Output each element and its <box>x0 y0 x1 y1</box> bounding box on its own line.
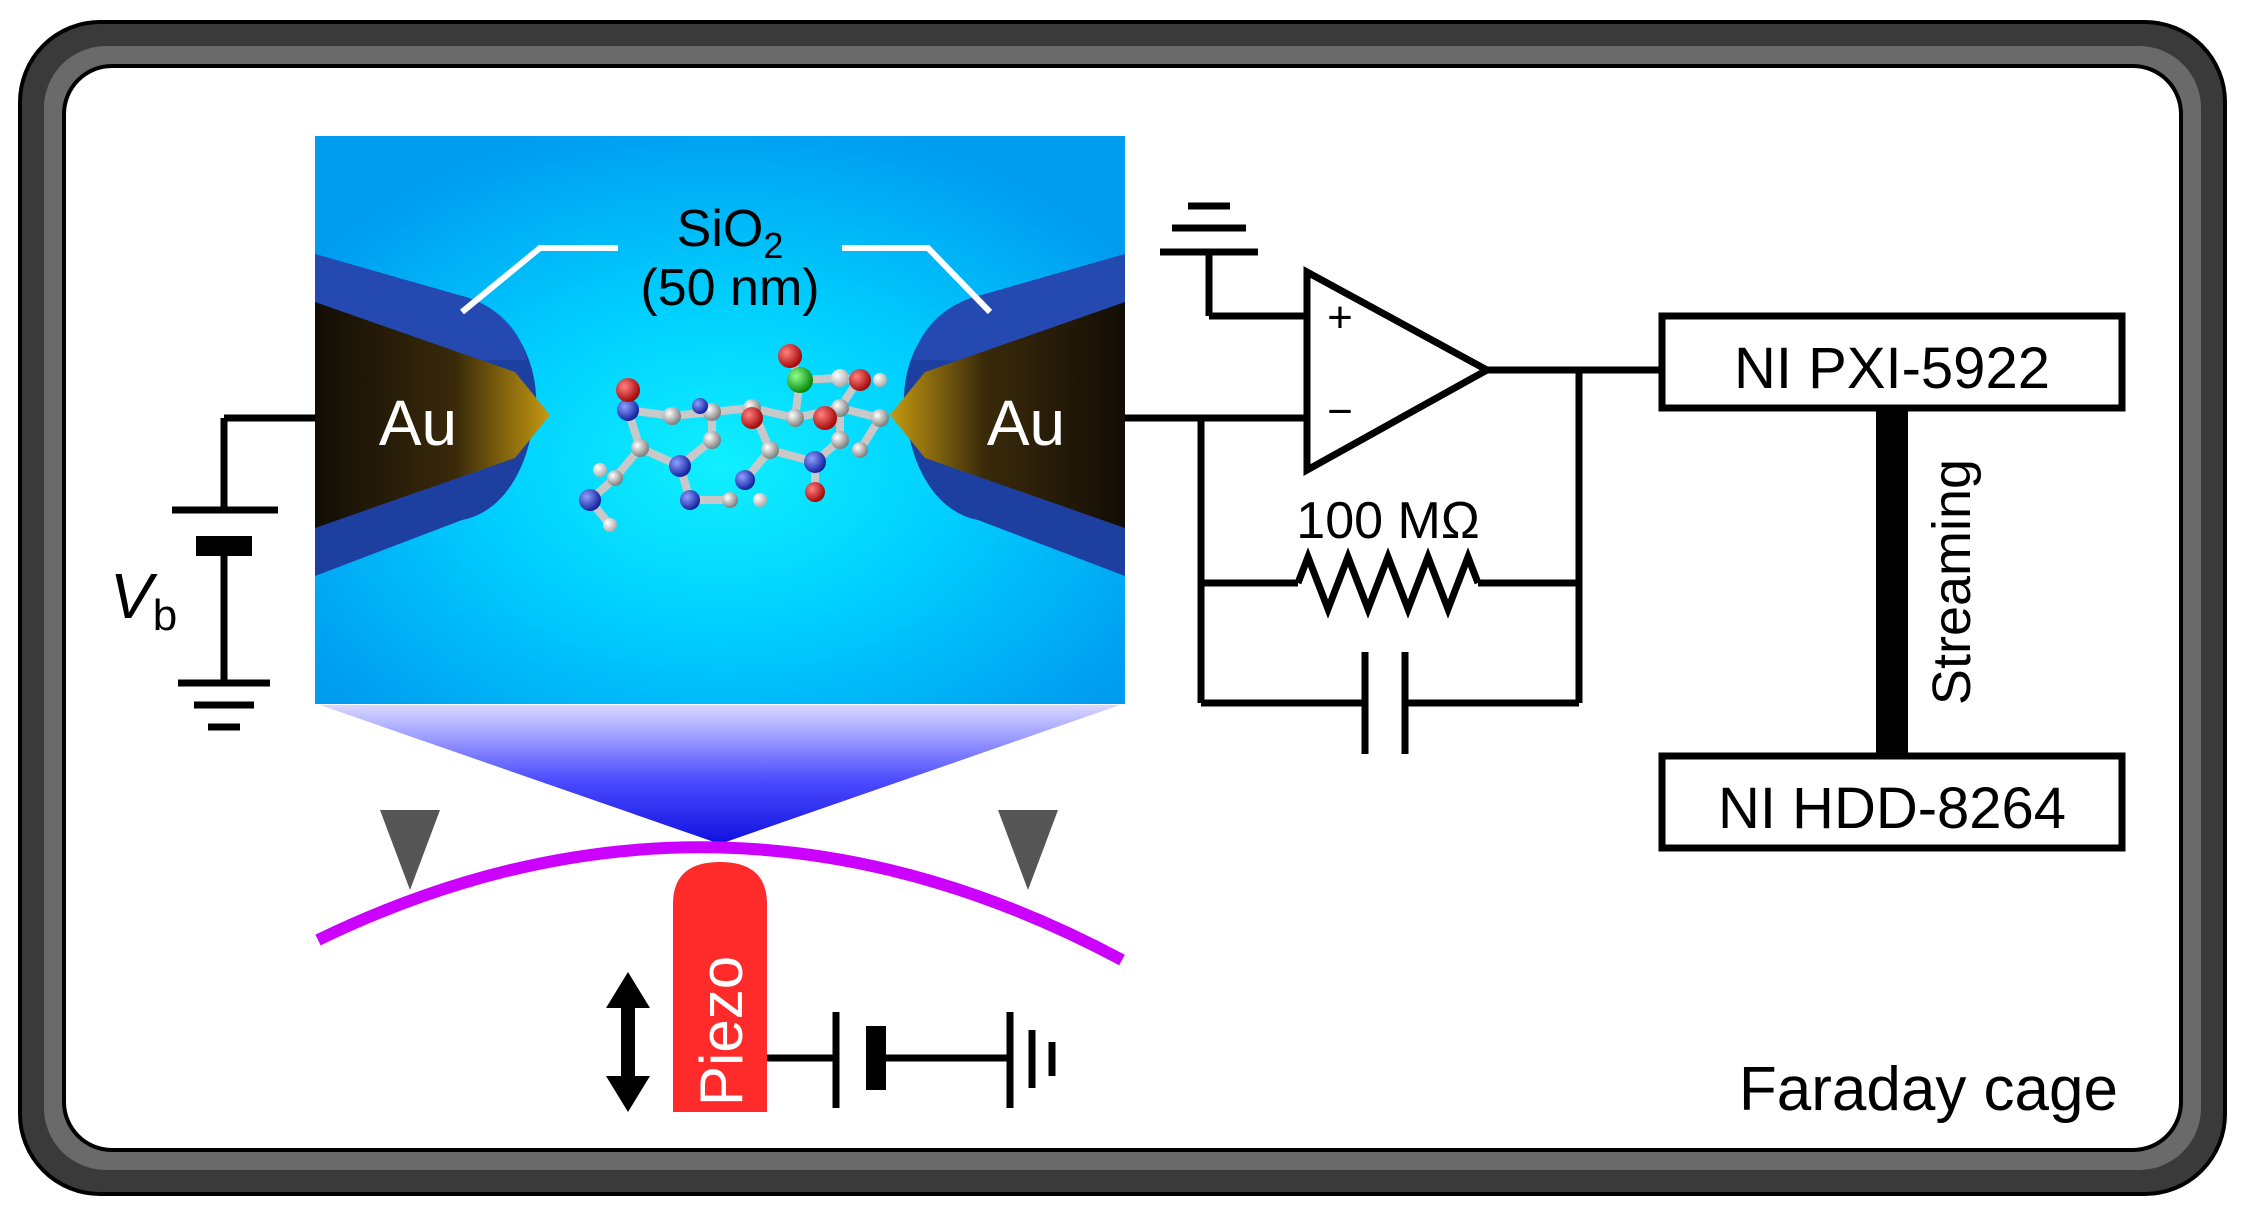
piezo-circuit <box>767 1012 1056 1108</box>
op-amp <box>1303 266 1495 476</box>
streaming-bar <box>1876 408 1908 756</box>
oxide-callout-left <box>460 245 618 315</box>
left-support <box>380 810 440 890</box>
feedback-network <box>1125 366 1662 754</box>
op-amp-minus-label: − <box>1327 387 1353 436</box>
storage-label: NI HDD-8264 <box>1718 776 2066 841</box>
piezo-label: Piezo <box>688 956 755 1106</box>
streaming-label: Streaming <box>1922 459 1982 705</box>
bias-battery-plate <box>196 536 252 556</box>
faraday-cage-label: Faraday cage <box>1739 1055 2118 1124</box>
bending-beam <box>315 841 1125 966</box>
piezo-actuator <box>673 862 767 1112</box>
right-support <box>998 810 1058 890</box>
double-arrow-icon <box>606 972 650 1112</box>
feedback-resistor-label: 100 MΩ <box>1296 492 1479 550</box>
digitizer-label: NI PXI-5922 <box>1734 336 2050 401</box>
storage-box <box>1658 752 2126 852</box>
magnification-cone <box>320 705 1120 844</box>
oxide-thickness-label: (50 nm) <box>640 259 819 317</box>
left-electrode-label: Au <box>379 387 457 459</box>
left-electrode <box>315 254 550 576</box>
junction-panel: Au Au SiO2 (50 nm) <box>315 136 1125 704</box>
right-electrode-label: Au <box>987 387 1065 459</box>
bias-circuit <box>172 414 315 731</box>
molecule <box>579 344 889 532</box>
op-amp-plus-label: + <box>1327 293 1353 342</box>
oxide-label: SiO2 <box>677 200 784 266</box>
bias-voltage-label: Vb <box>110 560 177 640</box>
right-electrode <box>890 254 1125 576</box>
oxide-callout-right <box>842 245 993 315</box>
amplifier-input-ground <box>1160 202 1307 320</box>
piezo-battery-plate <box>866 1026 886 1090</box>
